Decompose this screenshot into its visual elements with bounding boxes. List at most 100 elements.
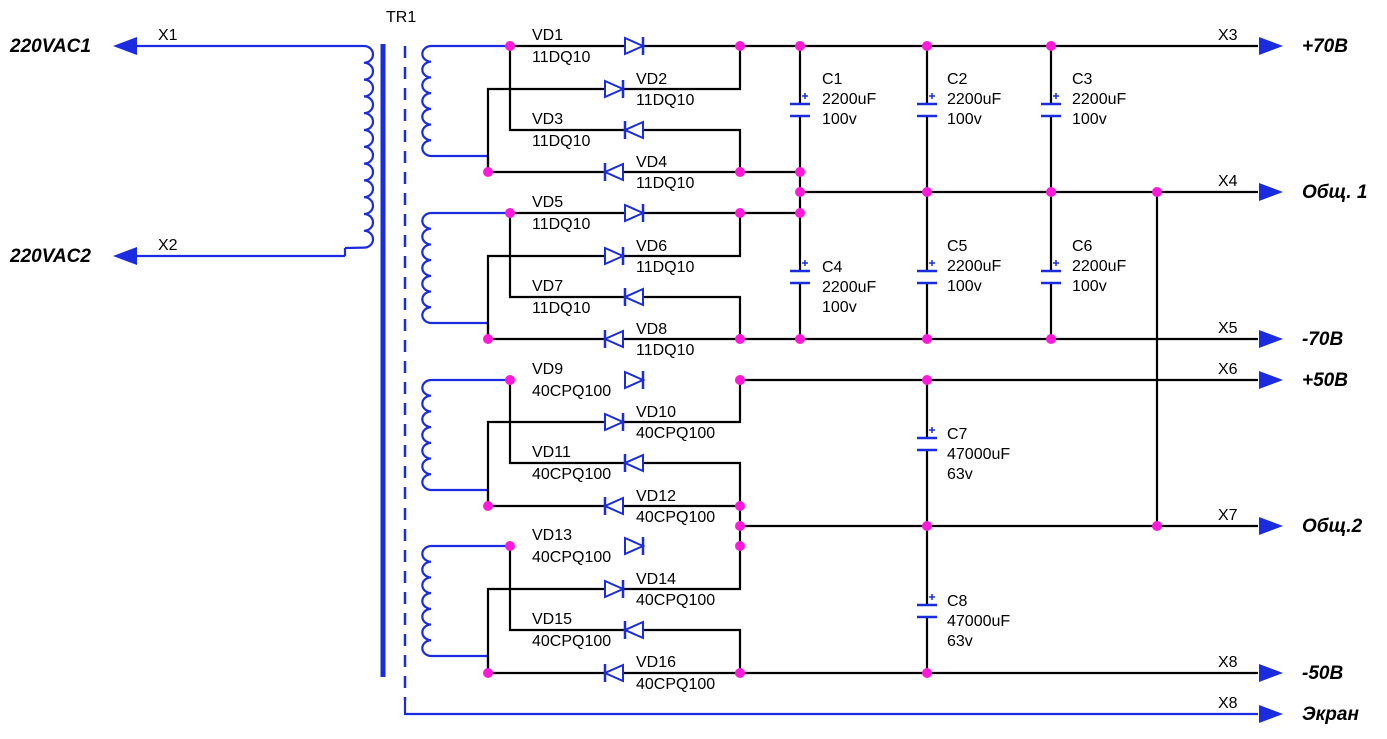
input-connectors: 220VAC1 X1 220VAC2 X2	[9, 27, 347, 267]
diode-ref: VD10	[636, 404, 676, 421]
diode-part: 11DQ10	[532, 300, 591, 317]
diode-vd3	[622, 120, 644, 140]
capacitor-c1	[789, 93, 811, 118]
arrow-icon	[113, 247, 137, 265]
capacitor-value: 2200uF	[1072, 91, 1126, 108]
capacitor-voltage: 63v	[947, 633, 973, 650]
output-pin: X8	[1218, 654, 1238, 671]
capacitor-ref: C5	[947, 238, 968, 255]
capacitor-ref: C8	[947, 593, 968, 610]
capacitor-labels: C1 2200uF 100v C2 2200uF 100v C3 2200uF …	[822, 71, 1126, 650]
output-label: +70В	[1302, 36, 1348, 57]
diode-part: 11DQ10	[532, 133, 591, 150]
diode-vd15	[622, 620, 644, 640]
diode-labels: VD1 11DQ10 VD2 11DQ10 VD3 11DQ10 VD4 11D…	[532, 27, 715, 693]
arrow-icon	[1259, 705, 1283, 723]
output-pin: X8	[1218, 695, 1238, 712]
diode-vd16	[602, 663, 624, 683]
input-pin-1: X1	[158, 27, 178, 44]
output-pin: X5	[1218, 320, 1238, 337]
secondary-winding-2	[421, 211, 510, 325]
capacitor-voltage: 100v	[1072, 278, 1107, 295]
output-pin: X6	[1218, 361, 1238, 378]
arrow-icon	[1259, 517, 1283, 535]
output-label: Общ.2	[1302, 516, 1363, 537]
diode-part: 40CPQ100	[636, 425, 715, 442]
output-label: +50В	[1302, 370, 1348, 391]
capacitors	[789, 93, 1062, 619]
capacitor-voltage: 100v	[947, 111, 982, 128]
diode-ref: VD16	[636, 654, 676, 671]
input-pin-2: X2	[158, 237, 178, 254]
diode-vd1	[624, 36, 646, 56]
diode-part: 40CPQ100	[532, 549, 611, 566]
capacitor-c5	[916, 260, 938, 285]
diode-vd4	[602, 162, 624, 182]
capacitor-voltage: 100v	[822, 299, 857, 316]
diode-vd5	[624, 203, 646, 223]
capacitor-value: 47000uF	[947, 446, 1010, 463]
diode-part: 40CPQ100	[636, 509, 715, 526]
capacitor-ref: C1	[822, 71, 843, 88]
output-label: Общ. 1	[1302, 182, 1367, 203]
arrow-icon	[1259, 330, 1283, 348]
diode-ref: VD6	[636, 238, 667, 255]
diode-part: 40CPQ100	[532, 383, 611, 400]
capacitor-c2	[916, 93, 938, 118]
diode-ref: VD9	[532, 361, 563, 378]
diode-vd14	[604, 579, 626, 599]
diode-vd11	[622, 453, 644, 473]
arrow-icon	[113, 37, 137, 55]
diode-vd2	[604, 79, 626, 99]
capacitor-voltage: 100v	[1072, 111, 1107, 128]
diode-vd8	[602, 329, 624, 349]
output-label: Экран	[1302, 704, 1359, 725]
capacitor-value: 2200uF	[1072, 258, 1126, 275]
diode-ref: VD4	[636, 154, 667, 171]
diode-vd12	[602, 496, 624, 516]
transformer: TR1	[344, 9, 1258, 716]
diode-part: 40CPQ100	[532, 466, 611, 483]
diode-ref: VD3	[532, 111, 563, 128]
diode-part: 11DQ10	[532, 216, 591, 233]
diode-part: 11DQ10	[532, 49, 591, 66]
secondary-winding-4	[421, 544, 510, 658]
diode-vd13	[624, 536, 646, 556]
diode-ref: VD13	[532, 527, 572, 544]
diode-part: 40CPQ100	[532, 633, 611, 650]
capacitor-ref: C3	[1072, 71, 1093, 88]
capacitor-value: 2200uF	[822, 91, 876, 108]
wiring	[486, 44, 1258, 675]
diode-ref: VD14	[636, 571, 676, 588]
diode-part: 40CPQ100	[636, 592, 715, 609]
diode-ref: VD2	[636, 71, 667, 88]
diode-ref: VD15	[532, 611, 572, 628]
capacitor-value: 2200uF	[822, 279, 876, 296]
capacitor-c7	[916, 427, 938, 452]
diode-ref: VD5	[532, 194, 563, 211]
diodes	[602, 36, 646, 683]
capacitor-ref: C6	[1072, 238, 1093, 255]
diode-ref: VD12	[636, 488, 676, 505]
output-pin: X4	[1218, 173, 1238, 190]
diode-vd7	[622, 287, 644, 307]
diode-ref: VD8	[636, 321, 667, 338]
output-label: -70В	[1302, 329, 1343, 350]
diode-vd9	[624, 370, 646, 390]
diode-ref: VD11	[532, 444, 571, 461]
secondary-winding-3	[421, 378, 510, 492]
capacitor-value: 2200uF	[947, 91, 1001, 108]
capacitor-c4	[789, 260, 811, 285]
arrow-icon	[1259, 37, 1283, 55]
diode-part: 11DQ10	[636, 175, 695, 192]
diode-part: 11DQ10	[636, 342, 695, 359]
output-label: -50В	[1302, 663, 1343, 684]
output-connectors: X3 +70В X4 Общ. 1 X5 -70В X6 +50В X7 Общ…	[1218, 27, 1367, 725]
primary-winding	[344, 44, 375, 250]
input-label-2: 220VAC2	[9, 246, 91, 267]
junctions	[483, 41, 1162, 678]
arrow-icon	[1259, 183, 1283, 201]
diode-ref: VD1	[532, 27, 563, 44]
capacitor-voltage: 100v	[822, 111, 857, 128]
